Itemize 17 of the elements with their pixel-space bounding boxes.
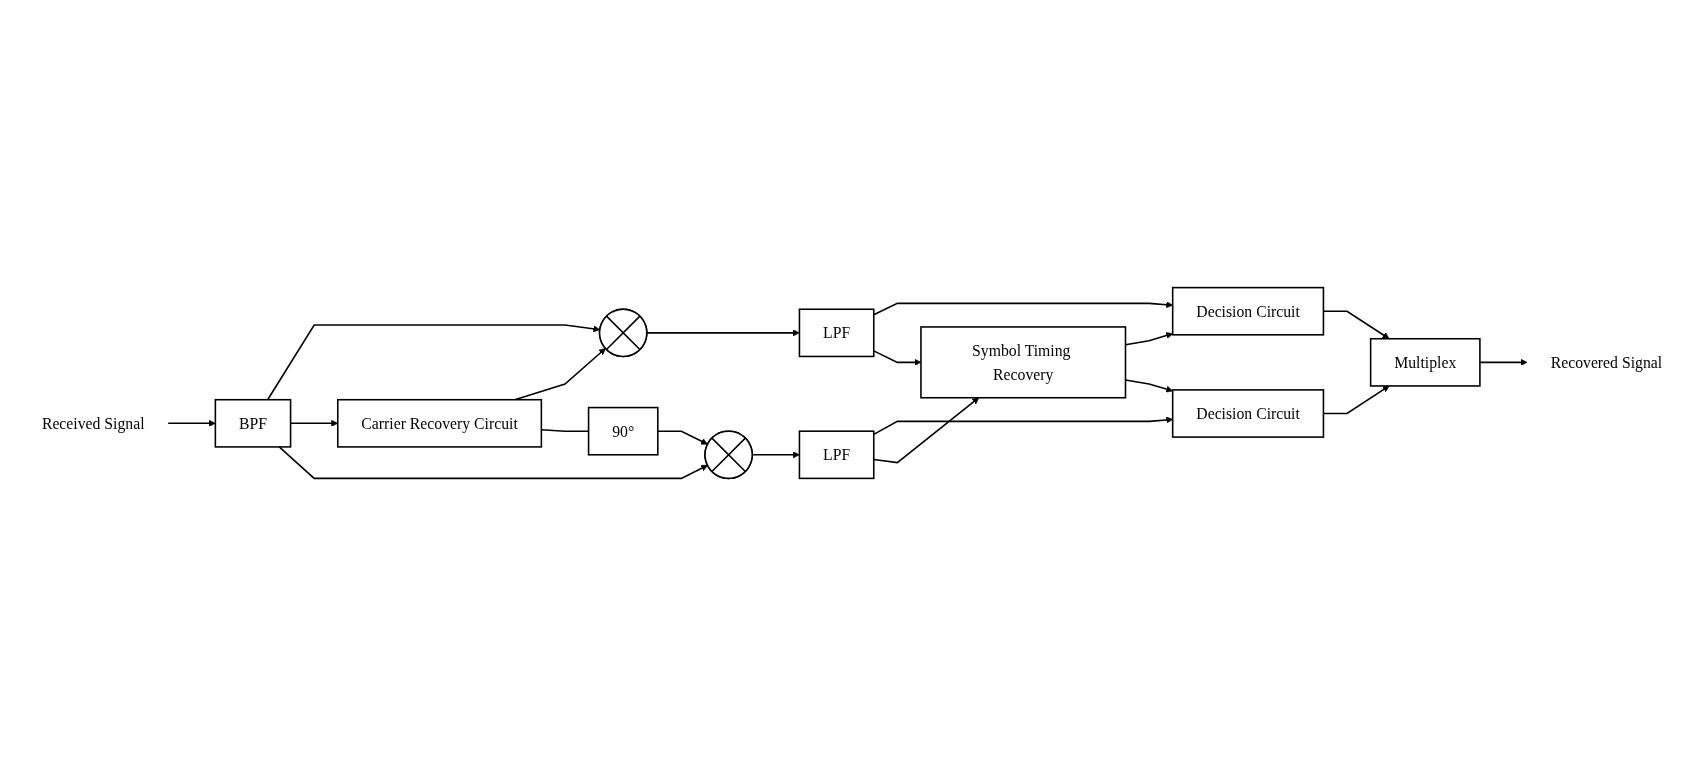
node-box: LPF bbox=[798, 307, 875, 357]
node-box: Symbol Timing Recovery bbox=[920, 325, 1127, 399]
node-text: Received Signal bbox=[41, 414, 145, 432]
node-box: LPF bbox=[798, 429, 875, 479]
node-box: Carrier Recovery Circuit bbox=[337, 398, 543, 448]
arrow bbox=[266, 323, 601, 400]
node-text: Recovered Signal bbox=[1550, 353, 1663, 371]
node-box: Multiplex bbox=[1369, 337, 1481, 387]
arrow bbox=[646, 328, 800, 336]
node-box: Decision Circuit bbox=[1171, 286, 1325, 336]
arrow bbox=[167, 419, 216, 427]
node-box: 90° bbox=[587, 406, 659, 456]
arrow bbox=[1479, 358, 1528, 366]
node-box: Decision Circuit bbox=[1171, 388, 1325, 438]
arrow bbox=[278, 445, 708, 479]
arrow bbox=[657, 429, 708, 445]
node-box: BPF bbox=[214, 398, 292, 448]
